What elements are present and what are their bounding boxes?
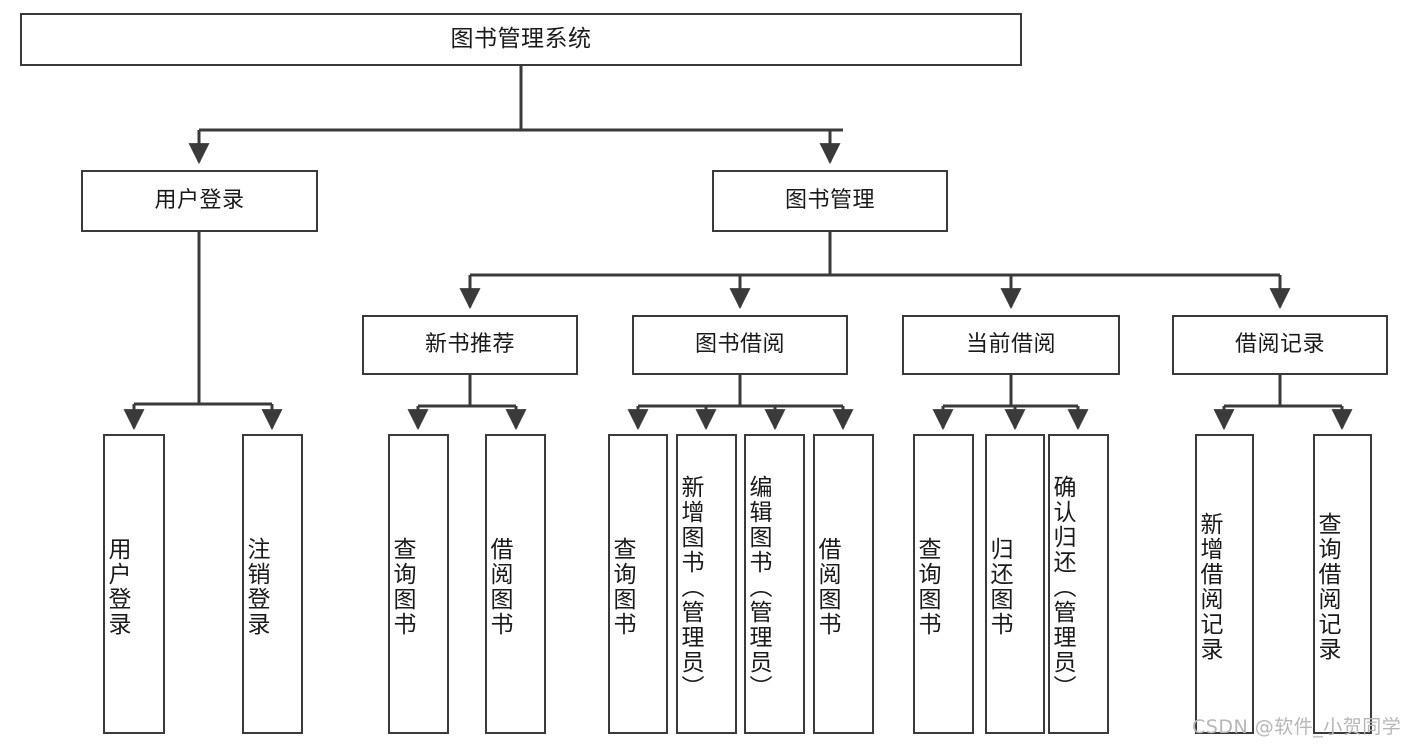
node-leaf-edit-book-label: 编辑图书（管理员） bbox=[745, 474, 771, 700]
node-leaf-logout-label: 注销登录 bbox=[243, 537, 269, 637]
node-leaf-query-book-rec[interactable]: 查询图书 bbox=[388, 434, 449, 734]
node-book-manage[interactable]: 图书管理 bbox=[712, 170, 948, 232]
node-borrow-record[interactable]: 借阅记录 bbox=[1172, 315, 1388, 375]
node-current-borrow-label: 当前借阅 bbox=[965, 332, 1056, 358]
node-root-label: 图书管理系统 bbox=[450, 26, 592, 53]
node-new-book-recommend[interactable]: 新书推荐 bbox=[362, 315, 578, 375]
node-book-borrow[interactable]: 图书借阅 bbox=[632, 315, 848, 375]
node-leaf-query-book-b[interactable]: 查询图书 bbox=[608, 434, 668, 734]
node-new-book-recommend-label: 新书推荐 bbox=[424, 332, 515, 358]
node-leaf-borrow-book-rec-label: 借阅图书 bbox=[486, 537, 512, 637]
node-leaf-user-login[interactable]: 用户登录 bbox=[103, 434, 165, 734]
node-leaf-query-record-label: 查询借阅记录 bbox=[1314, 512, 1340, 662]
node-leaf-borrow-book-b[interactable]: 借阅图书 bbox=[813, 434, 874, 734]
node-leaf-logout[interactable]: 注销登录 bbox=[242, 434, 303, 734]
node-leaf-query-book-rec-label: 查询图书 bbox=[389, 537, 415, 637]
node-leaf-return-book[interactable]: 归还图书 bbox=[985, 434, 1045, 734]
node-leaf-add-record-label: 新增借阅记录 bbox=[1196, 512, 1222, 662]
node-leaf-query-book-c-label: 查询图书 bbox=[914, 537, 940, 637]
node-borrow-record-label: 借阅记录 bbox=[1234, 332, 1325, 358]
node-leaf-borrow-book-rec[interactable]: 借阅图书 bbox=[485, 434, 546, 734]
node-leaf-user-login-label: 用户登录 bbox=[104, 537, 130, 637]
node-leaf-add-book[interactable]: 新增图书（管理员） bbox=[676, 434, 737, 734]
node-leaf-query-record[interactable]: 查询借阅记录 bbox=[1313, 434, 1372, 734]
csdn-watermark: CSDN @软件_小贺同学 bbox=[1192, 716, 1402, 738]
node-user-login[interactable]: 用户登录 bbox=[81, 170, 318, 232]
node-leaf-query-book-b-label: 查询图书 bbox=[609, 537, 635, 637]
node-leaf-add-record[interactable]: 新增借阅记录 bbox=[1195, 434, 1254, 734]
node-current-borrow[interactable]: 当前借阅 bbox=[902, 315, 1120, 375]
node-leaf-confirm-return-label: 确认归还（管理员） bbox=[1049, 474, 1075, 700]
node-leaf-borrow-book-b-label: 借阅图书 bbox=[814, 537, 840, 637]
node-book-manage-label: 图书管理 bbox=[784, 188, 875, 214]
node-book-borrow-label: 图书借阅 bbox=[694, 332, 785, 358]
node-leaf-edit-book[interactable]: 编辑图书（管理员） bbox=[744, 434, 805, 734]
node-root[interactable]: 图书管理系统 bbox=[20, 13, 1022, 66]
node-leaf-query-book-c[interactable]: 查询图书 bbox=[913, 434, 974, 734]
node-leaf-confirm-return[interactable]: 确认归还（管理员） bbox=[1048, 434, 1109, 734]
node-leaf-add-book-label: 新增图书（管理员） bbox=[677, 474, 703, 700]
node-user-login-label: 用户登录 bbox=[154, 188, 245, 214]
node-leaf-return-book-label: 归还图书 bbox=[986, 537, 1012, 637]
